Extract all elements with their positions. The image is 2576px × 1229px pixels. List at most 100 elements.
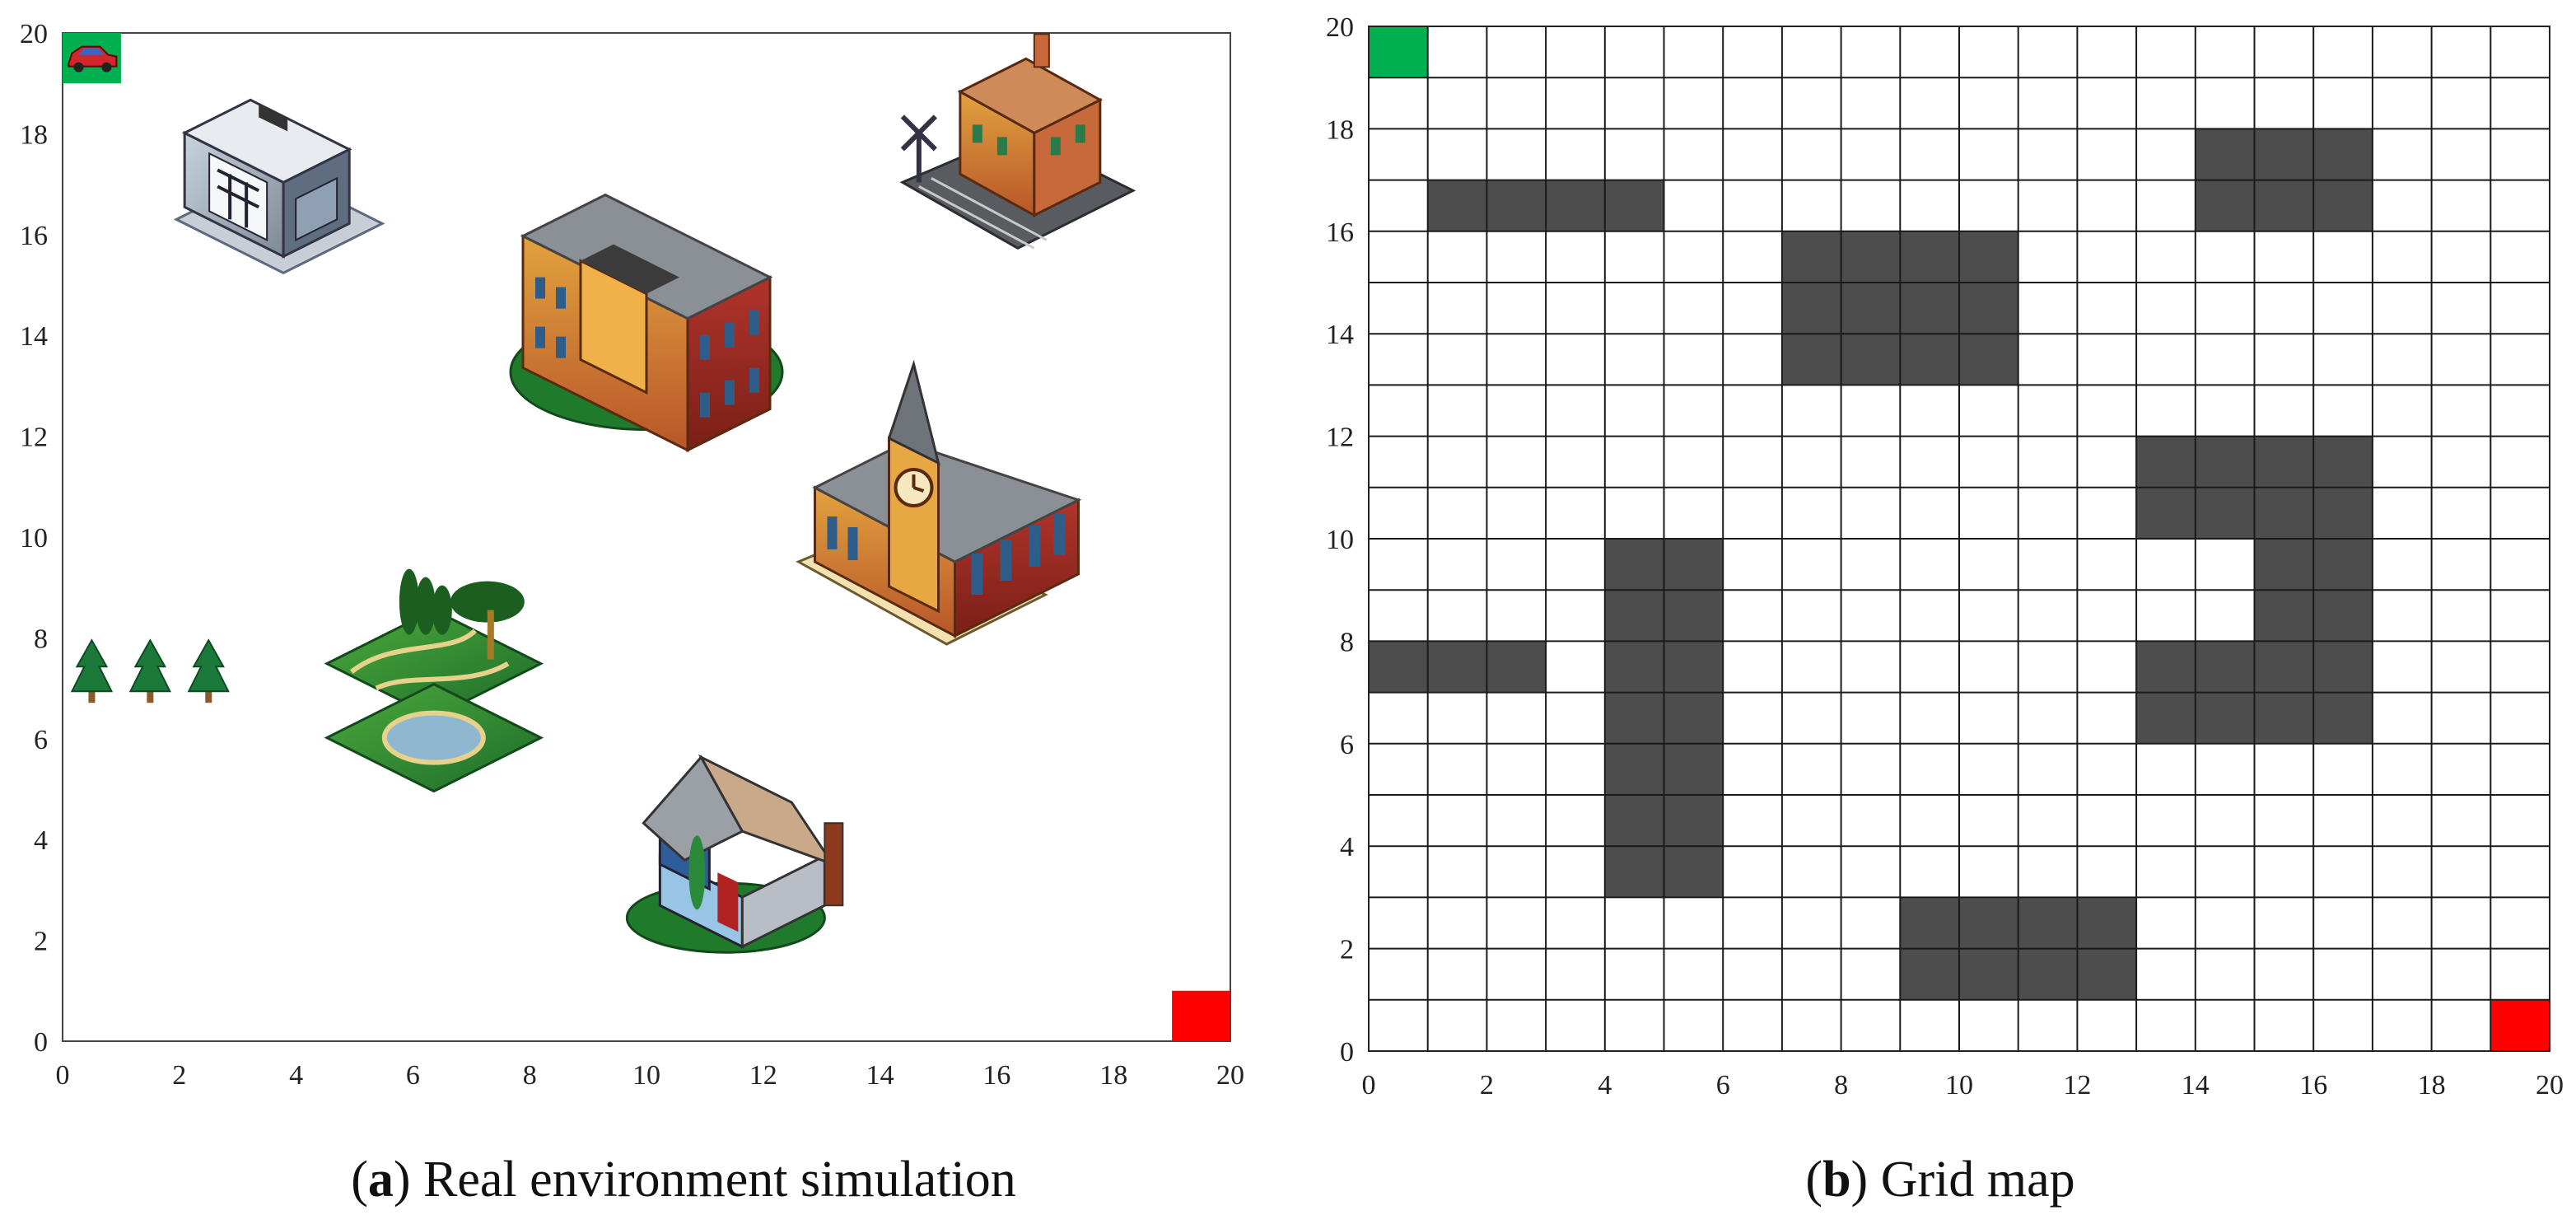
y-tick-label: 20 (1326, 12, 1354, 43)
marker-cells (1369, 26, 2550, 1051)
obstacle-cell (2195, 641, 2255, 693)
obstacle-cell (1604, 743, 1664, 795)
x-tick-label: 16 (982, 1060, 1010, 1091)
x-tick-label: 4 (1598, 1070, 1612, 1100)
obstacle-cell (2195, 180, 2255, 231)
obstacle-cell (1664, 795, 1724, 847)
obstacle-cell (1604, 180, 1664, 231)
grid-lines (1368, 26, 2550, 1052)
y-tick-label: 18 (1326, 114, 1354, 145)
obstacle-cell (2195, 129, 2255, 180)
caption-b-letter: b (1822, 1152, 1850, 1208)
obstacle-cell (2254, 436, 2314, 488)
x-tick-label: 6 (406, 1060, 420, 1091)
x-tick-label: 2 (172, 1060, 186, 1091)
obstacle-cell (1959, 948, 2018, 1000)
obstacle-cell (2313, 487, 2373, 539)
obstacle-cell (2313, 129, 2373, 180)
car-icon (68, 45, 118, 72)
obstacle-cell (2313, 692, 2373, 744)
town-hall-clock-tower-icon (796, 359, 1082, 646)
obstacle-cell (1781, 283, 1841, 334)
y-tick-label: 12 (1326, 423, 1354, 453)
y-tick-label: 2 (1340, 935, 1354, 965)
obstacle-cell (2077, 897, 2137, 949)
y-tick-label: 14 (20, 321, 48, 352)
x-tick-label: 16 (2299, 1070, 2327, 1100)
park-icon (324, 568, 544, 793)
tree-icon (187, 638, 230, 703)
obstacle-cell (1781, 334, 1841, 386)
y-tick-label: 4 (34, 825, 48, 856)
x-tick-label: 12 (749, 1060, 777, 1091)
caption-a-title: Real environment simulation (423, 1152, 1016, 1208)
obstacle-cell (1427, 641, 1487, 693)
y-tick-label: 2 (34, 927, 48, 957)
obstacle-cell (2195, 487, 2255, 539)
obstacle-cell (2313, 641, 2373, 693)
obstacle-cell (2313, 180, 2373, 231)
y-tick-label: 20 (20, 19, 48, 49)
x-tick-label: 20 (2536, 1070, 2564, 1100)
obstacle-cell (1900, 334, 1959, 386)
garage-building-icon (173, 98, 385, 275)
obstacle-cell (1546, 180, 1605, 231)
obstacle-cell (1841, 334, 1901, 386)
y-tick-label: 0 (1340, 1037, 1354, 1068)
y-tick-label: 14 (1326, 320, 1354, 350)
obstacle-cell (1486, 180, 1547, 231)
y-tick-label: 8 (34, 624, 48, 654)
y-tick-label: 10 (20, 523, 48, 554)
obstacle-cell (1664, 641, 1724, 693)
obstacle-cell (1664, 743, 1724, 795)
x-tick-label: 14 (866, 1060, 894, 1091)
trees-group (70, 638, 230, 703)
obstacle-cell (1959, 334, 2018, 386)
x-tick-label: 20 (1216, 1060, 1244, 1091)
y-tick-label: 16 (1326, 217, 1354, 248)
obstacle-cell (1486, 641, 1547, 693)
x-tick-label: 18 (1099, 1060, 1127, 1091)
obstacle-cell (2313, 590, 2373, 642)
obstacle-cell (1369, 641, 1428, 693)
x-tick-label: 8 (1834, 1070, 1848, 1100)
x-tick-label: 8 (523, 1060, 537, 1091)
obstacle-cell (2254, 180, 2314, 231)
axes-frame (1368, 26, 2550, 1052)
y-tick-label: 4 (1340, 832, 1354, 862)
x-tick-label: 18 (2418, 1070, 2446, 1100)
obstacle-cell (2077, 948, 2137, 1000)
x-tick-label: 6 (1716, 1070, 1730, 1100)
x-tick-label: 12 (2063, 1070, 2091, 1100)
obstacle-cell (2136, 641, 2196, 693)
y-tick-label: 8 (1340, 627, 1354, 657)
obstacle-cell (1900, 283, 1959, 334)
house-icon (625, 754, 844, 954)
obstacle-cell (2313, 539, 2373, 591)
obstacle-cell (1959, 283, 2018, 334)
caption-a: (a) Real environment simulation (351, 1152, 1016, 1208)
obstacle-cell (2195, 692, 2255, 744)
obstacle-cell (2254, 692, 2314, 744)
y-tick-label: 18 (20, 119, 48, 150)
obstacle-cell (1900, 948, 1959, 1000)
obstacle-cell (2018, 948, 2078, 1000)
obstacle-cells (1369, 129, 2373, 1000)
railway-station-icon (899, 33, 1136, 250)
obstacle-cell (2313, 436, 2373, 488)
obstacle-cell (1900, 231, 1959, 283)
obstacle-cell (1959, 897, 2018, 949)
caption-a-letter: a (368, 1152, 394, 1208)
caption-b-title: Grid map (1881, 1152, 2075, 1208)
x-tick-label: 14 (2182, 1070, 2210, 1100)
obstacle-cell (1427, 180, 1487, 231)
obstacle-cell (2018, 897, 2078, 949)
obstacle-cell (1959, 231, 2018, 283)
goal-cell (1172, 990, 1230, 1041)
